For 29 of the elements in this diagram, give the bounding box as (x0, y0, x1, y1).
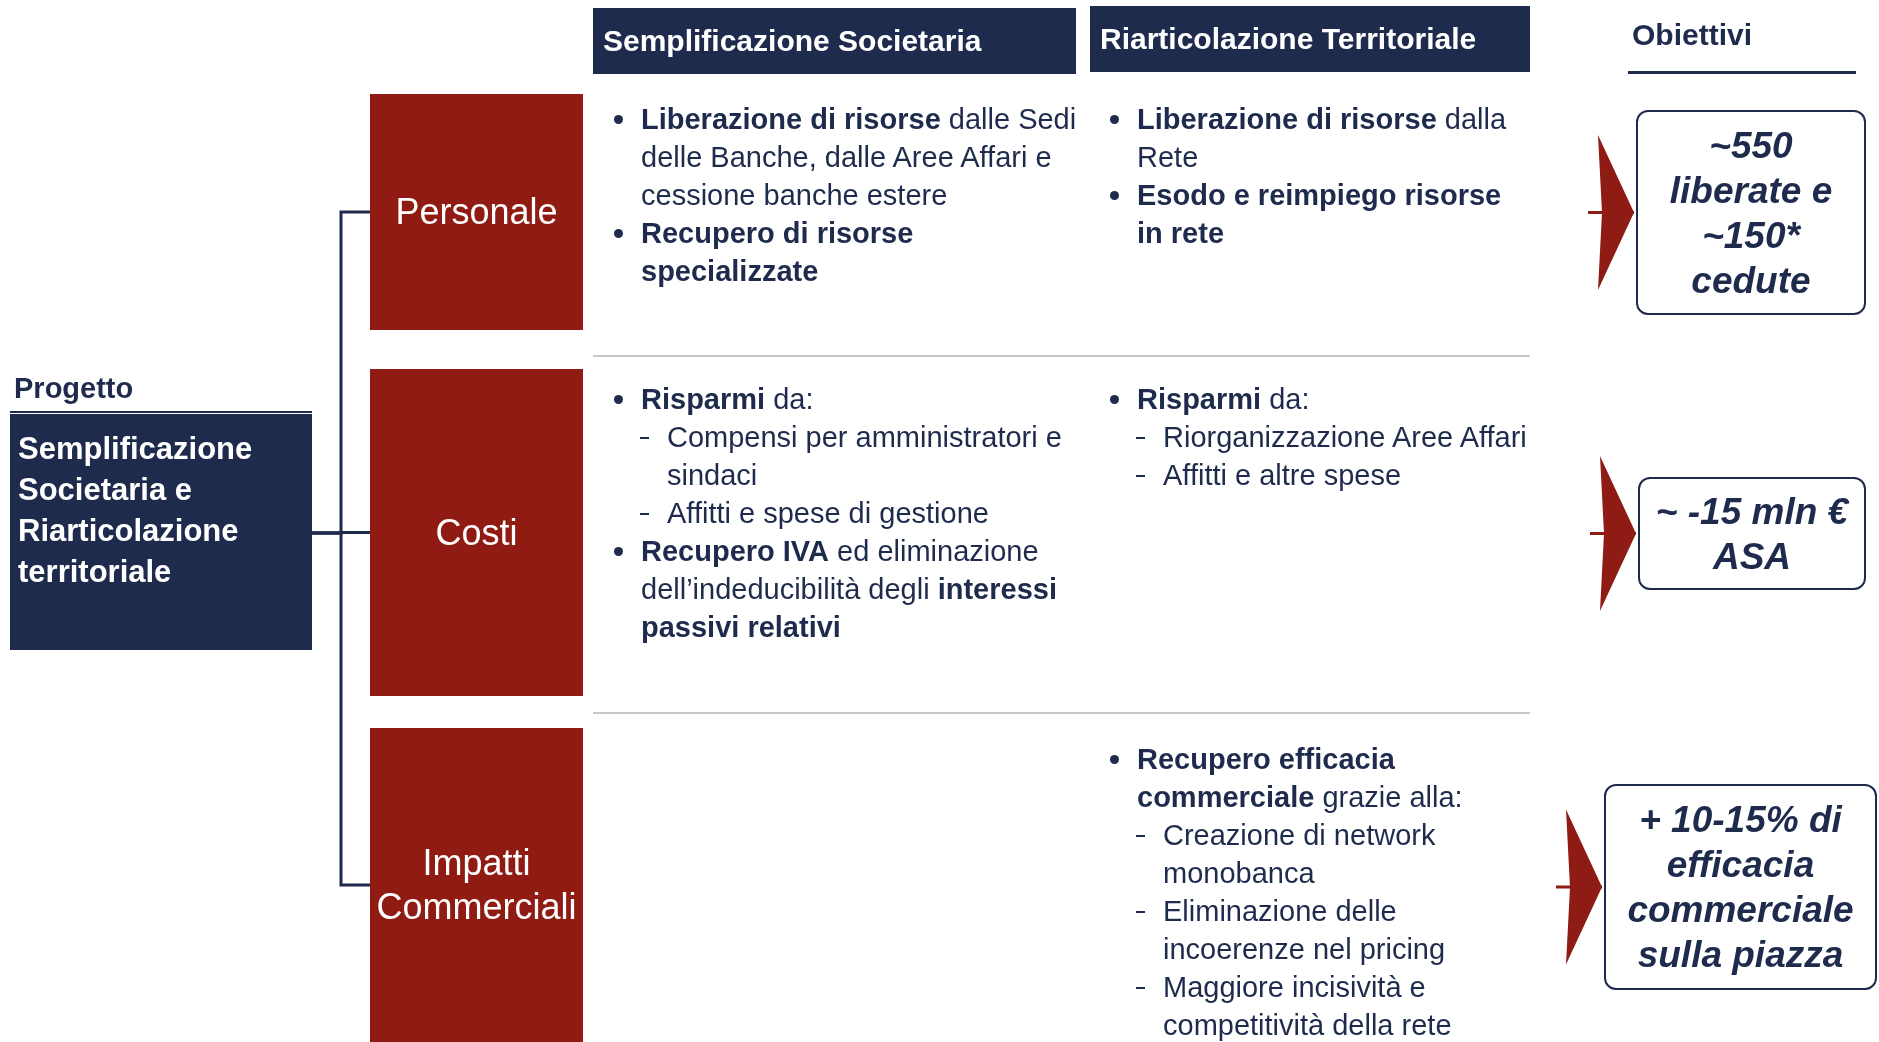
chevron-arrow (1590, 456, 1636, 611)
bullet-text: Recupero di risorse specializzate (641, 216, 915, 289)
target-box: + 10-15% di efficacia commerciale sulla piazza (1604, 784, 1877, 990)
sub-item-text: Affitti e spese di gestione (667, 496, 989, 531)
bullet-text: Risparmi da: (1137, 382, 1310, 417)
sub-item-text: Affitti e altre spese (1163, 458, 1402, 493)
sub-item-text: Compensi per amministratori e sindaci (667, 420, 1063, 493)
column-header: Riarticolazione Territoriale (1090, 6, 1530, 72)
bullet-text: Risparmi da: (641, 382, 814, 417)
bullet-text: Recupero IVA ed eliminazione dell’indeducibilità degli interessi passivi relativi (641, 534, 1058, 645)
project-box: Semplificazione Societaria e Riarticolazione territoriale (10, 416, 312, 650)
bullet-text: Liberazione di risorse dalle Sedi delle Banche, dalle Aree Affari e cessione banche estere (641, 102, 1078, 213)
target-box: ~ -15 mln € ASA (1638, 477, 1866, 590)
sub-item-text: Eliminazione delle incoerenze nel pricing (1163, 894, 1447, 967)
sub-item-text: Riorganizzazione Aree Affari (1163, 420, 1527, 455)
sub-item-text: Creazione di network monobanca (1163, 818, 1437, 891)
bullet-text: Esodo e reimpiego risorse in rete (1137, 178, 1503, 251)
category-box: Personale (370, 94, 583, 330)
category-box: Impatti Commerciali (370, 728, 583, 1042)
chevron-arrow (1588, 135, 1634, 290)
heading: Obiettivi (1628, 18, 1856, 74)
bullet-text: Liberazione di risorse dalla Rete (1137, 102, 1508, 175)
sub-item-text: Maggiore incisività e competitività della rete (1163, 970, 1453, 1042)
bullet-text: Recupero efficacia commerciale grazie alla: (1137, 742, 1464, 815)
chevron-arrow (1556, 809, 1602, 965)
category-box: Costi (370, 369, 583, 696)
column-header: Semplificazione Societaria (593, 8, 1076, 74)
connector-line (312, 531, 370, 887)
target-box: ~550 liberate e ~150* cedute (1636, 110, 1866, 315)
